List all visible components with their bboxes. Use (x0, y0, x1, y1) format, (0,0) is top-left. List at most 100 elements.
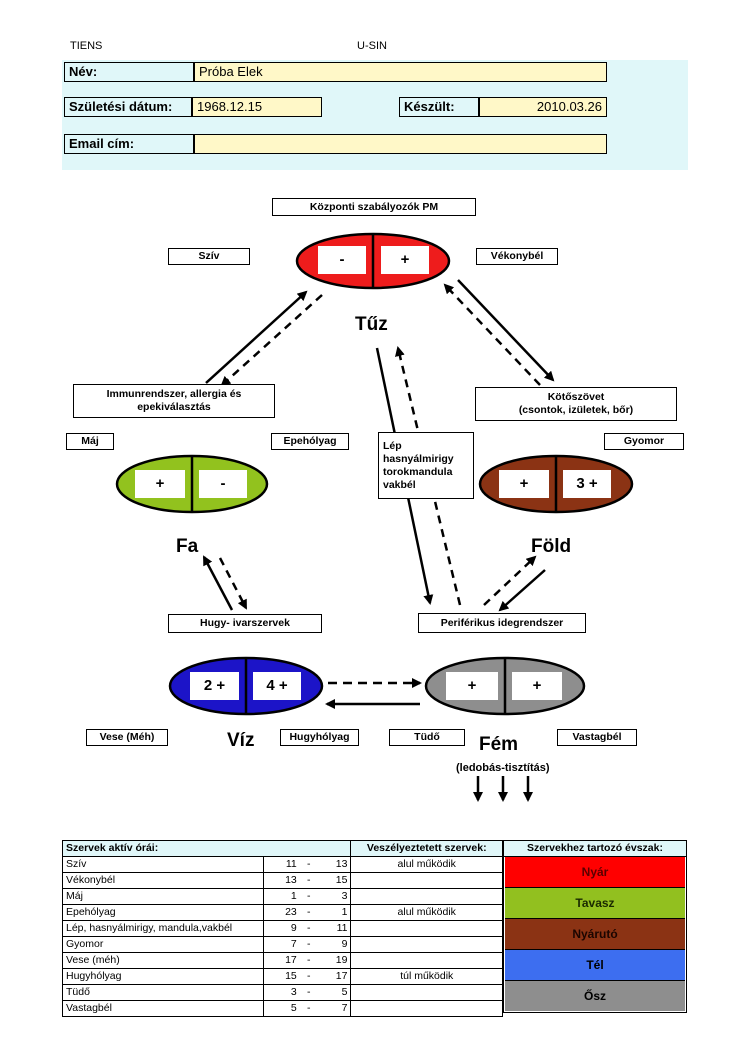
status-cell (350, 872, 503, 889)
ledobas-label: (ledobás-tisztítás) (456, 762, 550, 774)
maj-box: Máj (66, 433, 114, 450)
earth-right-sign: 3 + (576, 475, 598, 492)
dash-cell: - (299, 920, 318, 937)
sziv-box: Szív (168, 248, 250, 265)
organ-cell: Lép, hasnyálmirigy, mandula,vakbél (62, 920, 264, 937)
water-right-sign: 4 + (266, 677, 288, 694)
arrow-hugy-to-fa (202, 555, 234, 611)
to-hour-cell: 7 (317, 1000, 352, 1017)
wood-right-sign: - (220, 475, 226, 492)
element-fem: Fém (479, 734, 519, 755)
season-band: Nyár (505, 856, 685, 887)
lep-line3: torokmandula (383, 465, 453, 478)
table-header-row: Szervek aktív órái: Veszélyeztetett szer… (61, 840, 503, 857)
lep-line1: Lép (383, 439, 402, 452)
dash-cell: - (299, 984, 318, 1001)
season-band: Nyárutó (505, 918, 685, 949)
name-label: Név: (64, 62, 194, 82)
status-cell (350, 888, 503, 905)
wood-left-sign: + (155, 475, 165, 492)
dash-cell: - (299, 1000, 318, 1017)
element-fa: Fa (176, 536, 199, 557)
to-hour-cell: 1 (317, 904, 352, 921)
from-hour-cell: 23 (262, 904, 300, 921)
status-cell (350, 920, 503, 937)
from-hour-cell: 13 (262, 872, 300, 889)
top-label-box: Központi szabályozók PM (272, 198, 476, 216)
organ-cell: Hugyhólyag (62, 968, 264, 985)
from-hour-cell: 9 (262, 920, 300, 937)
arrow-fa-to-hugy (218, 557, 248, 610)
to-hour-cell: 3 (317, 888, 352, 905)
to-hour-cell: 15 (317, 872, 352, 889)
vese-box: Vese (Méh) (86, 729, 168, 746)
immun-box: Immunrendszer, allergia és epekiválasztá… (73, 384, 275, 418)
lep-box: Lép hasnyálmirigy torokmandula vakbél (378, 432, 474, 499)
gyomor-box: Gyomor (604, 433, 684, 450)
email-field[interactable] (194, 134, 607, 154)
organ-cell: Vékonybél (62, 872, 264, 889)
status-cell: alul működik (350, 856, 503, 873)
to-hour-cell: 11 (317, 920, 352, 937)
season-band: Ősz (505, 980, 685, 1011)
status-cell (350, 984, 503, 1001)
vastagbel-box: Vastagbél (557, 729, 637, 746)
status-cell (350, 952, 503, 969)
from-hour-cell: 15 (262, 968, 300, 985)
from-hour-cell: 5 (262, 1000, 300, 1017)
from-hour-cell: 7 (262, 936, 300, 953)
status-cell: alul működik (350, 904, 503, 921)
arrow-fire-to-immun (220, 294, 323, 387)
to-hour-cell: 5 (317, 984, 352, 1001)
made-field[interactable]: 2010.03.26 (479, 97, 607, 117)
fire-right-sign: + (400, 251, 410, 268)
dash-cell: - (299, 872, 318, 889)
element-viz: Víz (227, 730, 255, 751)
made-label: Készült: (399, 97, 479, 117)
season-band: Tavasz (505, 887, 685, 918)
periferikus-box: Periférikus idegrendszer (418, 613, 586, 633)
header-center: U-SIN (357, 40, 387, 52)
lep-line2: hasnyálmirigy (383, 452, 454, 465)
email-label: Email cím: (64, 134, 194, 154)
dash-cell: - (299, 888, 318, 905)
vekonybel-box: Vékonybél (476, 248, 558, 265)
element-fold: Föld (531, 536, 572, 557)
to-hour-cell: 13 (317, 856, 352, 873)
season-column: Szervekhez tartozó évszak: (503, 840, 687, 1013)
metal-right-sign: + (532, 677, 542, 694)
hugy-box: Hugy- ivarszervek (168, 614, 322, 633)
immun-line1: Immunrendszer, allergia és (106, 388, 242, 400)
dash-cell: - (299, 904, 318, 921)
organ-cell: Vastagbél (62, 1000, 264, 1017)
col-header-hours: Szervek aktív órái: (61, 840, 352, 857)
arrow-fire-to-kotoszovet (457, 279, 555, 382)
hugyholyag-box: Hugyhólyag (280, 729, 359, 746)
to-hour-cell: 19 (317, 952, 352, 969)
organ-cell: Tüdő (62, 984, 264, 1001)
season-band: Tél (505, 949, 685, 980)
organ-hours-table: Szervek aktív órái: Veszélyeztetett szer… (61, 840, 503, 1017)
name-field[interactable]: Próba Elek (194, 62, 607, 82)
dob-field[interactable]: 1968.12.15 (192, 97, 322, 117)
immun-line2: epekiválasztás (137, 401, 211, 413)
from-hour-cell: 3 (262, 984, 300, 1001)
organ-cell: Máj (62, 888, 264, 905)
col-header-season: Szervekhez tartozó évszak: (504, 841, 686, 857)
status-cell (350, 936, 503, 953)
water-left-sign: 2 + (203, 677, 226, 694)
from-hour-cell: 1 (262, 888, 300, 905)
fire-left-sign: - (339, 251, 345, 268)
col-header-endangered: Veszélyeztetett szervek: (350, 840, 503, 857)
table-row: Vese (méh)17-19 (62, 952, 503, 969)
earth-left-sign: + (519, 475, 529, 492)
